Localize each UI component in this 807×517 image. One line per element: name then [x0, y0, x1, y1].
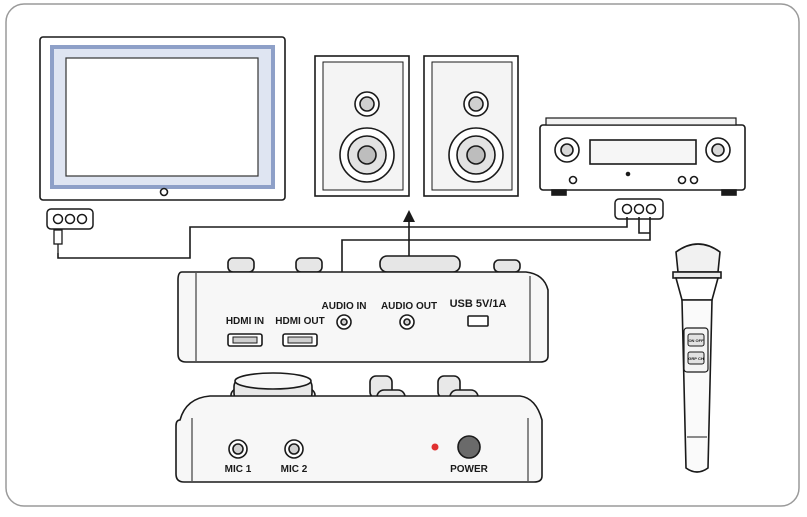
amplifier-audio-jack-panel — [614, 198, 664, 220]
speaker-left — [314, 55, 410, 197]
mic1-label: MIC 1 — [225, 464, 252, 475]
mixer-front-labels: MIC 1 MIC 2 POWER — [225, 464, 489, 475]
tv-audio-plug — [53, 229, 63, 253]
arrow-to-speakers — [403, 210, 415, 222]
mic-switch-top-label: ON OFF — [688, 338, 704, 343]
mixer-front-unit — [175, 372, 543, 483]
amplifier — [539, 117, 746, 196]
tv-audio-jack-panel — [46, 208, 94, 230]
usb-label: USB 5V/1A — [450, 298, 507, 310]
mic2-label: MIC 2 — [281, 464, 308, 475]
audio-out-label: AUDIO OUT — [381, 301, 437, 312]
mic-switch-bottom-label: GRP CH — [688, 356, 704, 361]
mixer-rear-labels: HDMI IN HDMI OUT AUDIO IN AUDIO OUT USB … — [226, 298, 507, 327]
hdmi-out-label: HDMI OUT — [275, 316, 324, 327]
power-led — [431, 443, 439, 451]
microphone-switch-labels: ON OFF GRP CH — [688, 338, 704, 361]
tv-monitor — [39, 36, 286, 201]
wireless-microphone — [672, 243, 722, 473]
mixer-rear-unit — [177, 255, 549, 363]
speaker-right — [423, 55, 519, 197]
hdmi-in-label: HDMI IN — [226, 316, 264, 327]
audio-in-label: AUDIO IN — [322, 301, 367, 312]
power-label: POWER — [450, 464, 489, 475]
